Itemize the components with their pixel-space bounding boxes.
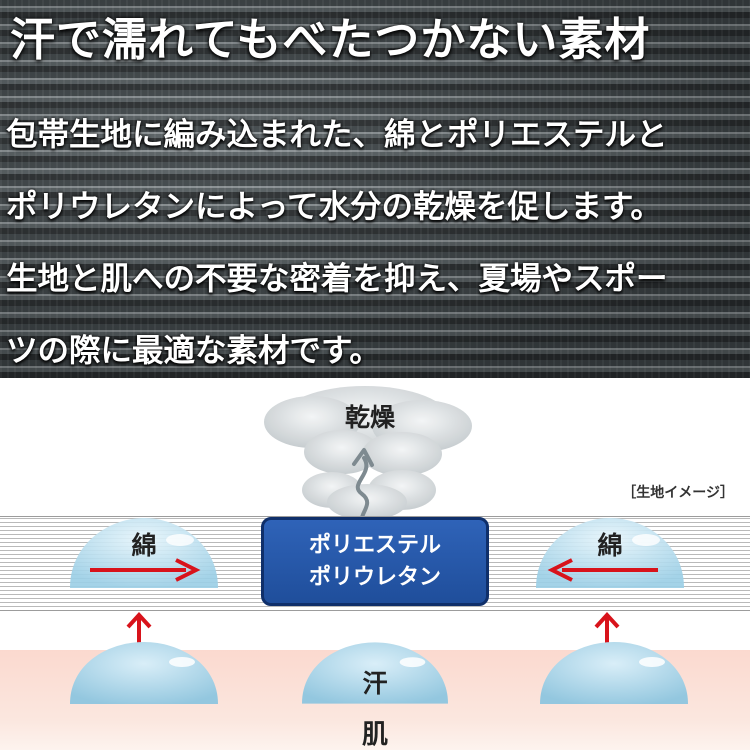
sweat-drop-right-icon [540,642,688,704]
vapor-cloud-icon [264,386,472,520]
arrow-right-icon [90,558,201,582]
description-line: ポリウレタンによって水分の乾燥を促します。 [6,189,662,225]
sweat-drop-center-icon [302,642,448,704]
fabric-material-line: ポリエステル [308,532,441,558]
image-caption: ［生地イメージ］ [622,485,734,501]
fabric-material-line: ポリウレタン [308,564,441,590]
cotton-left-label: 綿 [131,531,157,560]
sweat-drop-left-icon [70,642,218,704]
description-line: 包帯生地に編み込まれた、綿とポリエステルと [6,117,668,153]
skin-label: 肌 [361,720,388,750]
sweat-label: 汗 [362,669,388,698]
description: 包帯生地に編み込まれた、綿とポリエステルと ポリウレタンによって水分の乾燥を促し… [6,110,668,398]
arrow-up-icon [594,612,620,645]
description-line: ツの際に最適な素材です。 [6,333,381,369]
description-line: 生地と肌への不要な密着を抑え、夏場やスポー [6,261,668,297]
cotton-right-label: 綿 [597,531,623,560]
headline: 汗で濡れてもべたつかない素材 [10,13,651,66]
fabric-material-box: ポリエステル ポリウレタン [261,517,489,606]
dry-label: 乾燥 [344,403,395,432]
fabric-texture-photo [0,0,750,378]
arrow-up-icon [126,612,152,645]
arrow-left-icon [547,558,658,582]
